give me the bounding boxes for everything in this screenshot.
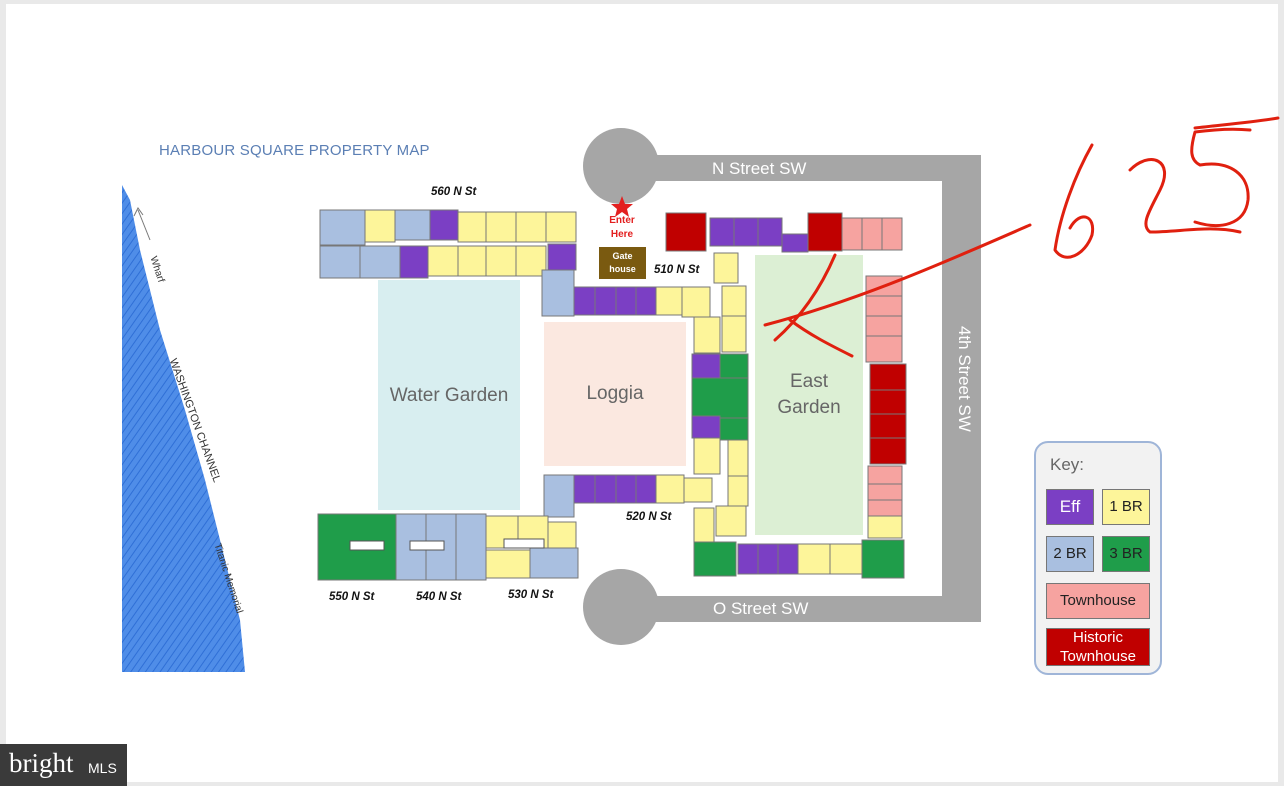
center-units [691, 353, 749, 543]
o-street-cul-de-sac [583, 569, 659, 645]
fourth-street-label: 4th Street SW [955, 326, 974, 432]
building-510-units [573, 252, 747, 354]
map-title: HARBOUR SQUARE PROPERTY MAP [159, 142, 430, 159]
handwritten-annotation-625 [763, 116, 1280, 358]
east-top-units [665, 212, 903, 253]
key-historic-townhouse: Historic Townhouse [1046, 628, 1150, 666]
entrance-label-line1: Enter [609, 215, 635, 226]
east-bottom-units [693, 541, 863, 577]
south-wing-units [317, 513, 579, 581]
key-historic-line1: Historic [1072, 629, 1123, 646]
gatehouse-label-line2: house [609, 264, 636, 274]
loggia [544, 322, 686, 466]
gatehouse [599, 247, 646, 279]
n-street-cul-de-sac [583, 128, 659, 204]
east-garden-label-line2: Garden [777, 397, 841, 418]
o-street-road [620, 596, 981, 622]
n-street-label: N Street SW [712, 159, 807, 178]
entrance-star-icon [611, 196, 633, 217]
building-540-label: 540 N St [416, 591, 462, 603]
map-key: Key: Eff 1 BR 2 BR 3 BR Townhouse Histor… [1034, 441, 1162, 675]
water-garden [378, 280, 520, 510]
building-560-label: 560 N St [431, 186, 477, 198]
key-one-bedroom: 1 BR [1102, 489, 1150, 525]
building-510-label: 510 N St [654, 264, 700, 276]
elevator-lobbies [349, 538, 545, 551]
building-560-units [319, 209, 577, 317]
logo-wordmark: bright [9, 748, 74, 778]
key-historic-line2: Townhouse [1060, 648, 1136, 665]
fourth-street-road [942, 155, 981, 622]
east-side-units [861, 275, 907, 579]
building-520-units [543, 474, 713, 518]
gatehouse-label-line1: Gate [612, 251, 633, 261]
bright-mls-logo: bright MLS [0, 744, 127, 786]
east-garden-label-line1: East [789, 371, 829, 392]
loggia-label: Loggia [586, 383, 644, 404]
o-street-label: O Street SW [713, 599, 809, 618]
building-530-label: 530 N St [508, 589, 554, 601]
key-townhouse: Townhouse [1046, 583, 1150, 619]
building-550-label: 550 N St [329, 591, 375, 603]
key-two-bedroom: 2 BR [1046, 536, 1094, 572]
wharf-arrow [137, 209, 151, 241]
key-title: Key: [1050, 455, 1085, 474]
water-garden-label: Water Garden [389, 385, 509, 406]
washington-channel-water [122, 185, 245, 672]
entrance-label-line2: Here [610, 229, 634, 240]
logo-suffix: MLS [88, 760, 117, 776]
key-three-bedroom: 3 BR [1102, 536, 1150, 572]
key-efficiency: Eff [1046, 489, 1094, 525]
building-520-label: 520 N St [626, 511, 672, 523]
n-street-road [620, 155, 981, 181]
